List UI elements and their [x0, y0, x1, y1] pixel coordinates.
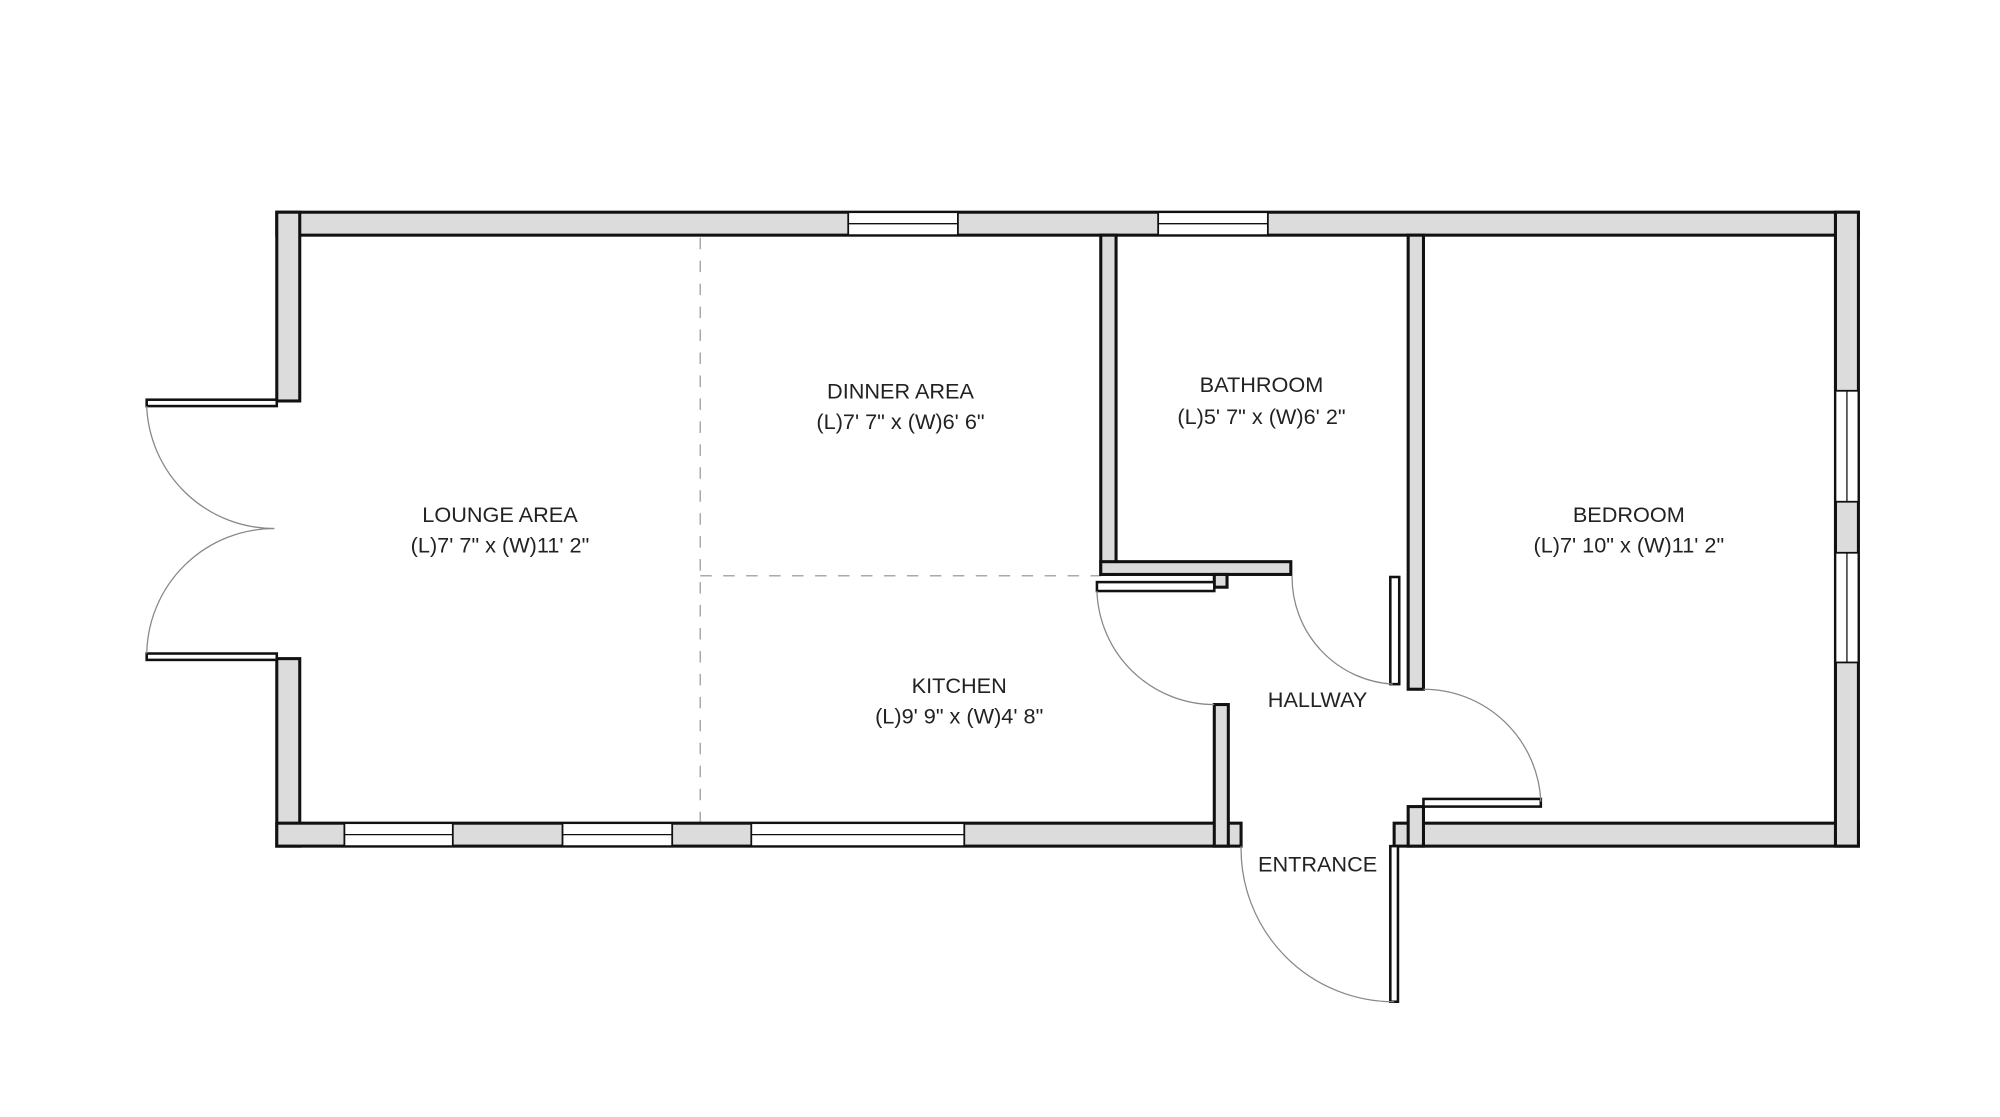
bedroom-name: BEDROOM	[1573, 502, 1685, 527]
room-labels: LOUNGE AREA (L)7' 7" x (W)11' 2" DINNER …	[411, 372, 1724, 877]
windows	[343, 211, 1860, 848]
bathroom-door	[1291, 575, 1401, 686]
lounge-area-dims: (L)7' 7" x (W)11' 2"	[411, 533, 590, 558]
bedroom-dims: (L)7' 10" x (W)11' 2"	[1533, 533, 1724, 558]
wall-stub	[1212, 572, 1229, 589]
wall-kitchen-hallway	[1212, 703, 1230, 848]
wall-left-upper	[275, 210, 302, 403]
bedroom-door	[1422, 688, 1543, 808]
wall-left-lower	[275, 657, 302, 848]
wall-bedroom-stub	[1406, 805, 1425, 848]
doors	[145, 398, 1543, 1004]
wall-top	[275, 210, 1860, 237]
wall-bathroom-bedroom	[1406, 233, 1425, 691]
bathroom-dims: (L)5' 7" x (W)6' 2"	[1177, 404, 1345, 429]
lounge-area-name: LOUNGE AREA	[422, 502, 578, 527]
wall-dining-bathroom	[1099, 233, 1118, 576]
kitchen-door	[1095, 580, 1216, 706]
entrance-name: ENTRANCE	[1258, 852, 1377, 877]
wall-right	[1833, 210, 1860, 848]
bathroom-name: BATHROOM	[1200, 372, 1324, 397]
hallway-name: HALLWAY	[1268, 687, 1368, 712]
entrance-door	[1240, 844, 1400, 1004]
wall-bathroom-bottom	[1099, 560, 1293, 576]
exterior-walls	[275, 210, 1860, 848]
interior-walls	[1099, 233, 1425, 848]
lounge-double-door	[145, 398, 279, 662]
dinner-area-name: DINNER AREA	[827, 378, 974, 403]
wall-bottom-right	[1392, 821, 1860, 848]
kitchen-dims: (L)9' 9" x (W)4' 8"	[875, 704, 1043, 729]
dinner-area-dims: (L)7' 7" x (W)6' 6"	[816, 409, 984, 434]
kitchen-name: KITCHEN	[912, 673, 1007, 698]
